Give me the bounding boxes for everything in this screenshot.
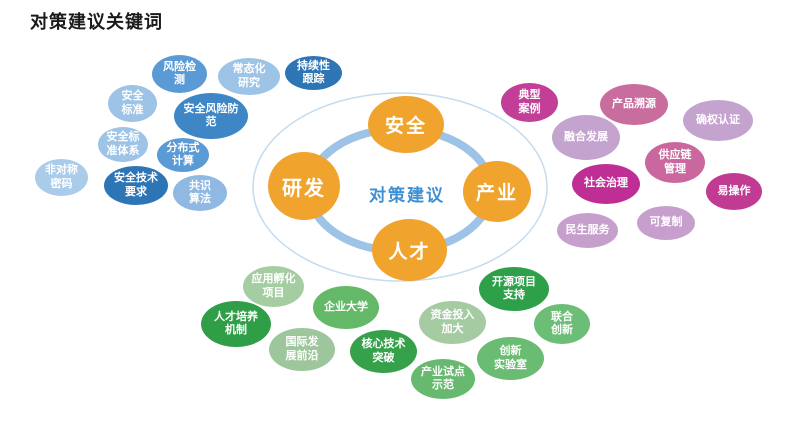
bubble-consensus-algorithm: 共识 算法 [173, 175, 227, 211]
core-node-label: 研发 [282, 177, 326, 200]
bubble-easy-operation: 易操作 [706, 173, 762, 210]
bubble-label-line: 创新 [499, 345, 522, 358]
bubble-label-line: 展前沿 [285, 349, 319, 362]
bubble-innovation-lab: 创新 实验室 [477, 337, 544, 380]
core-node-label: 产业 [475, 183, 518, 204]
bubble-label-line: 风险检 [163, 60, 196, 73]
bubble-asymmetric-cryptography: 非对称 密码 [35, 159, 88, 196]
bubble-risk-detection: 风险检 测 [152, 55, 207, 93]
bubble-joint-innovation: 联合 创新 [534, 304, 590, 344]
bubble-core-tech-breakthrough: 核心技术 突破 [350, 330, 417, 373]
bubble-supply-chain-management: 供应链 管理 [645, 142, 705, 183]
bubble-label-line: 密码 [50, 177, 73, 190]
bubble-security-standard-system: 安全标 准体系 [98, 127, 148, 162]
bubble-label-line: 核心技术 [361, 338, 406, 351]
bubble-funding-increase: 资金投入 加大 [419, 301, 486, 344]
bubble-label-line: 常态化 [232, 63, 266, 76]
bubble-label-line: 人才培养 [214, 310, 258, 323]
bubble-label-line: 企业大学 [324, 300, 368, 313]
bubble-open-source-support: 开源项目 支持 [479, 267, 549, 311]
bubble-label-line: 开源项目 [492, 275, 536, 288]
bubble-label-line: 共识 [189, 179, 211, 192]
bubble-normalized-research: 常态化 研究 [218, 58, 280, 95]
bubble-label-line: 加大 [441, 322, 464, 335]
bubble-label-line: 准体系 [106, 144, 140, 157]
bubble-label-line: 安全技术 [114, 172, 158, 185]
bubble-label-line: 计算 [172, 155, 194, 167]
bubble-label-line: 安全标 [106, 131, 140, 144]
bubble-label-line: 确权认证 [696, 113, 740, 126]
bubble-livelihood-services: 民生服务 [557, 213, 618, 248]
bubble-label-line: 支持 [503, 289, 525, 301]
core-node-label: 安全 [384, 116, 427, 137]
bubble-label-line: 典型 [518, 89, 541, 102]
bubble-label-line: 安全 [121, 90, 144, 103]
bubble-label-line: 供应链 [658, 149, 692, 162]
bubble-label-line: 民生服务 [565, 223, 610, 236]
bubble-label-line: 算法 [189, 193, 211, 205]
bubble-label-line: 联合 [551, 310, 573, 323]
bubble-label-line: 社会治理 [584, 177, 628, 190]
bubble-label-line: 持续性 [297, 59, 330, 72]
bubble-label-line: 实验室 [494, 358, 527, 371]
bubble-label-line: 范 [205, 116, 217, 128]
core-node-talent: 人才 [372, 219, 447, 281]
bubble-label-line: 测 [174, 74, 185, 86]
bubble-label-line: 应用孵化 [251, 273, 296, 286]
bubble-label-line: 易操作 [717, 184, 751, 197]
center-label-text: 对策建议 [369, 186, 445, 205]
bubble-app-incubation-projects: 应用孵化 项目 [243, 266, 304, 307]
outer-orbit-ring [252, 92, 548, 282]
bubble-label-line: 机制 [225, 324, 247, 336]
bubble-label-line: 跟踪 [302, 73, 325, 85]
bubble-international-frontier: 国际发 展前沿 [269, 328, 335, 371]
bubble-rights-certification: 确权认证 [683, 100, 753, 141]
bubble-typical-cases: 典型 案例 [501, 83, 558, 122]
bubble-label-line: 资金投入 [430, 309, 475, 322]
bubble-security-standards: 安全 标准 [108, 85, 157, 122]
bubble-talent-cultivation-mechanism: 人才培养 机制 [201, 301, 271, 347]
bubble-label-line: 产品溯源 [612, 97, 656, 110]
bubble-label-line: 案例 [518, 102, 541, 115]
bubble-label-line: 示范 [432, 379, 454, 391]
bubble-enterprise-university: 企业大学 [313, 286, 379, 329]
bubble-label-line: 要求 [125, 185, 147, 198]
bubble-label-line: 创新 [551, 324, 573, 336]
bubble-label-line: 可复制 [649, 216, 683, 229]
bubble-security-tech-requirements: 安全技术 要求 [104, 166, 168, 205]
bubble-distributed-computing: 分布式 计算 [157, 138, 209, 172]
center-label: 对策建议 [350, 181, 464, 206]
bubble-integrated-development: 融合发展 [552, 115, 620, 160]
bubble-social-governance: 社会治理 [572, 164, 640, 204]
bubble-continuous-tracking: 持续性 跟踪 [285, 56, 342, 90]
core-node-label: 人才 [388, 241, 431, 263]
bubble-label-line: 非对称 [45, 164, 78, 177]
bubble-replicable: 可复制 [637, 206, 695, 240]
bubble-label-line: 标准 [121, 103, 144, 116]
core-node-security: 安全 [368, 96, 444, 153]
bubble-label-line: 产业试点 [421, 365, 465, 378]
bubble-industry-pilot-demo: 产业试点 示范 [411, 359, 475, 399]
page-title: 对策建议关键词 [30, 12, 163, 32]
bubble-label-line: 国际发 [285, 336, 319, 349]
bubble-security-risk-prevention: 安全风险防 范 [174, 93, 248, 139]
bubble-label-line: 项目 [262, 286, 285, 299]
core-node-rnd: 研发 [268, 152, 340, 220]
bubble-label-line: 管理 [664, 162, 686, 175]
core-node-industry: 产业 [463, 161, 531, 222]
bubble-label-line: 突破 [372, 351, 395, 364]
bubble-label-line: 安全风险防 [183, 102, 239, 115]
bubble-product-traceability: 产品溯源 [600, 84, 668, 125]
bubble-label-line: 分布式 [166, 141, 200, 154]
bubble-label-line: 研究 [238, 76, 260, 89]
bubble-label-line: 融合发展 [564, 130, 608, 143]
